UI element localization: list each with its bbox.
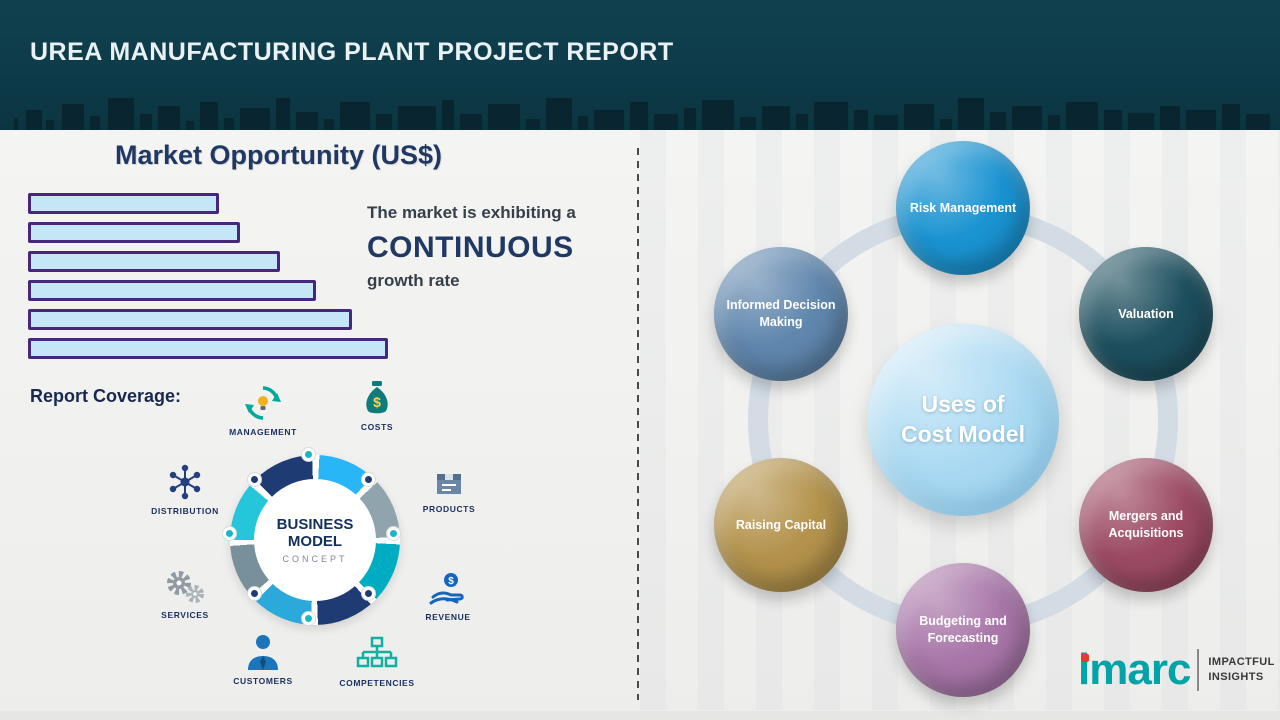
footer-band bbox=[0, 711, 1280, 720]
ring-dot bbox=[248, 473, 261, 486]
box-icon bbox=[418, 464, 480, 500]
coverage-item-competencies: COMPETENCIES bbox=[336, 636, 418, 688]
satellite-label: Informed Decision Making bbox=[726, 298, 836, 329]
cost-model-valuation: Valuation bbox=[1079, 247, 1213, 381]
coverage-item-label: CUSTOMERS bbox=[233, 676, 293, 686]
business-model-ring: BUSINESS MODEL CONCEPT bbox=[223, 448, 400, 625]
ring-dot bbox=[302, 612, 315, 625]
satellite-label: Budgeting and Forecasting bbox=[919, 614, 1007, 645]
page-title: UREA MANUFACTURING PLANT PROJECT REPORT bbox=[30, 38, 674, 66]
satellite-label: Risk Management bbox=[909, 200, 1017, 215]
business-model-center: BUSINESS MODEL CONCEPT bbox=[254, 479, 376, 601]
bar bbox=[28, 309, 352, 330]
ring-dot bbox=[248, 587, 261, 600]
satellite-label: Valuation bbox=[1118, 306, 1174, 321]
coverage-item-label: MANAGEMENT bbox=[229, 427, 297, 437]
header-banner: UREA MANUFACTURING PLANT PROJECT REPORT bbox=[0, 0, 1280, 130]
org-chart-icon bbox=[336, 636, 418, 674]
bar bbox=[28, 222, 241, 243]
logo-divider-bar bbox=[1197, 649, 1200, 691]
coverage-item-revenue: $ REVENUE bbox=[416, 570, 480, 622]
imarc-logo: imarc IMPACTFUL INSIGHTS bbox=[1078, 648, 1275, 692]
growth-line2: growth rate bbox=[367, 271, 460, 290]
cost-model-mergers-acquisitions: Mergers and Acquisitions bbox=[1079, 458, 1213, 592]
dashed-divider bbox=[637, 148, 639, 700]
coverage-item-customers: CUSTOMERS bbox=[230, 632, 296, 686]
management-cycle-icon bbox=[228, 383, 298, 423]
svg-text:$: $ bbox=[373, 394, 381, 410]
coverage-item-products: PRODUCTS bbox=[418, 464, 480, 514]
market-bar-chart bbox=[28, 193, 388, 367]
person-icon bbox=[230, 632, 296, 672]
ring-dot bbox=[362, 473, 375, 486]
brand-red-dot bbox=[1081, 654, 1089, 662]
ring-dot bbox=[387, 527, 400, 540]
growth-statement: The market is exhibiting a CONTINUOUS gr… bbox=[367, 203, 637, 291]
coverage-item-distribution: DISTRIBUTION bbox=[148, 462, 222, 516]
imarc-brand-text: imarc bbox=[1078, 645, 1191, 694]
satellite-label: Raising Capital bbox=[735, 517, 827, 532]
city-skyline-graphic bbox=[14, 98, 1270, 130]
hand-coin-icon: $ bbox=[416, 570, 480, 608]
coverage-item-label: PRODUCTS bbox=[422, 504, 476, 514]
ring-dot bbox=[362, 587, 375, 600]
coverage-item-costs: $ COSTS bbox=[346, 378, 408, 432]
bar bbox=[28, 338, 388, 359]
tagline-line2: INSIGHTS bbox=[1208, 671, 1264, 683]
cost-model-center-circle: Uses of Cost Model bbox=[867, 324, 1059, 516]
cost-model-informed-decision-making: Informed Decision Making bbox=[714, 247, 848, 381]
coverage-item-management: MANAGEMENT bbox=[228, 383, 298, 437]
coverage-item-services: SERVICES bbox=[150, 566, 220, 620]
cost-model-center-line2: Cost Model bbox=[901, 421, 1025, 447]
coverage-item-label: SERVICES bbox=[161, 610, 209, 620]
growth-line1: The market is exhibiting a bbox=[367, 203, 576, 222]
svg-text:$: $ bbox=[448, 576, 454, 587]
tagline-line1: IMPACTFUL bbox=[1208, 656, 1275, 669]
bar bbox=[28, 193, 219, 214]
market-opportunity-title: Market Opportunity (US$) bbox=[115, 140, 443, 170]
coverage-item-label: COMPETENCIES bbox=[339, 678, 415, 688]
business-model-title-line1: BUSINESS bbox=[276, 515, 354, 533]
coverage-item-label: REVENUE bbox=[425, 612, 471, 622]
cost-model-risk-management: Risk Management bbox=[896, 141, 1030, 275]
gears-icon bbox=[150, 566, 220, 606]
coverage-item-label: DISTRIBUTION bbox=[151, 506, 219, 516]
business-model-subtitle: CONCEPT bbox=[282, 554, 348, 565]
satellite-label: Mergers and Acquisitions bbox=[1108, 509, 1184, 540]
ring-dot bbox=[223, 527, 236, 540]
business-model-title-line2: MODEL bbox=[287, 533, 343, 550]
cost-model-raising-capital: Raising Capital bbox=[714, 458, 848, 592]
ring-dot bbox=[302, 448, 315, 461]
report-coverage-label: Report Coverage: bbox=[30, 386, 182, 406]
growth-highlight: CONTINUOUS bbox=[367, 231, 574, 264]
money-bag-icon: $ bbox=[346, 378, 408, 418]
bar bbox=[28, 280, 316, 301]
network-icon bbox=[148, 462, 222, 502]
cost-model-budgeting-forecasting: Budgeting and Forecasting bbox=[896, 563, 1030, 697]
brand-wordmark: imarc bbox=[1078, 645, 1191, 694]
logo-tagline: IMPACTFUL INSIGHTS bbox=[1208, 655, 1274, 685]
coverage-item-label: COSTS bbox=[360, 422, 394, 432]
cost-model-center-line1: Uses of bbox=[921, 391, 1005, 418]
bar bbox=[28, 251, 280, 272]
